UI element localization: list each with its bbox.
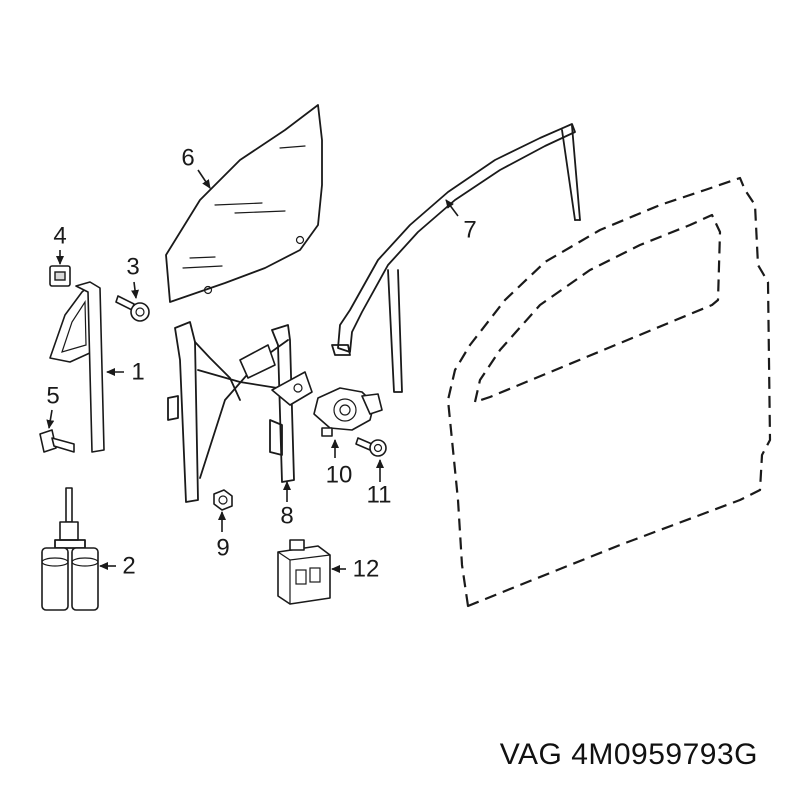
quarter-glass: [49, 281, 105, 453]
door-glass: [165, 104, 323, 303]
door-shell-outline: [446, 176, 772, 608]
window-regulator: [167, 321, 313, 503]
callout-11: 11: [367, 482, 392, 509]
callout-9: 9: [216, 535, 229, 562]
callout-3: 3: [126, 254, 139, 281]
callout-1: 1: [131, 359, 144, 386]
window-run-channel: [331, 123, 581, 393]
nut-part-9: [213, 489, 233, 511]
screw-part-3: [115, 295, 150, 322]
leader-lines: [46, 169, 459, 573]
callout-2: 2: [122, 553, 135, 580]
callout-4: 4: [53, 223, 66, 250]
screw-part-11: [355, 437, 387, 457]
callout-7: 7: [463, 217, 476, 244]
callout-12: 12: [353, 556, 380, 583]
callout-10: 10: [326, 462, 353, 489]
callout-8: 8: [280, 503, 293, 530]
clip-nut-part-4: [49, 265, 71, 287]
bolt-part-5: [39, 429, 75, 453]
callout-5: 5: [46, 383, 59, 410]
window-motor: [313, 387, 383, 437]
callout-labels: 1 2 3 4 5 6 7 8 9 10 11 12: [46, 145, 476, 583]
callout-6: 6: [181, 145, 194, 172]
part-number-label: VAG 4M0959793G: [499, 738, 758, 771]
dual-cylinder-part: [41, 487, 99, 611]
control-module: [277, 539, 331, 605]
